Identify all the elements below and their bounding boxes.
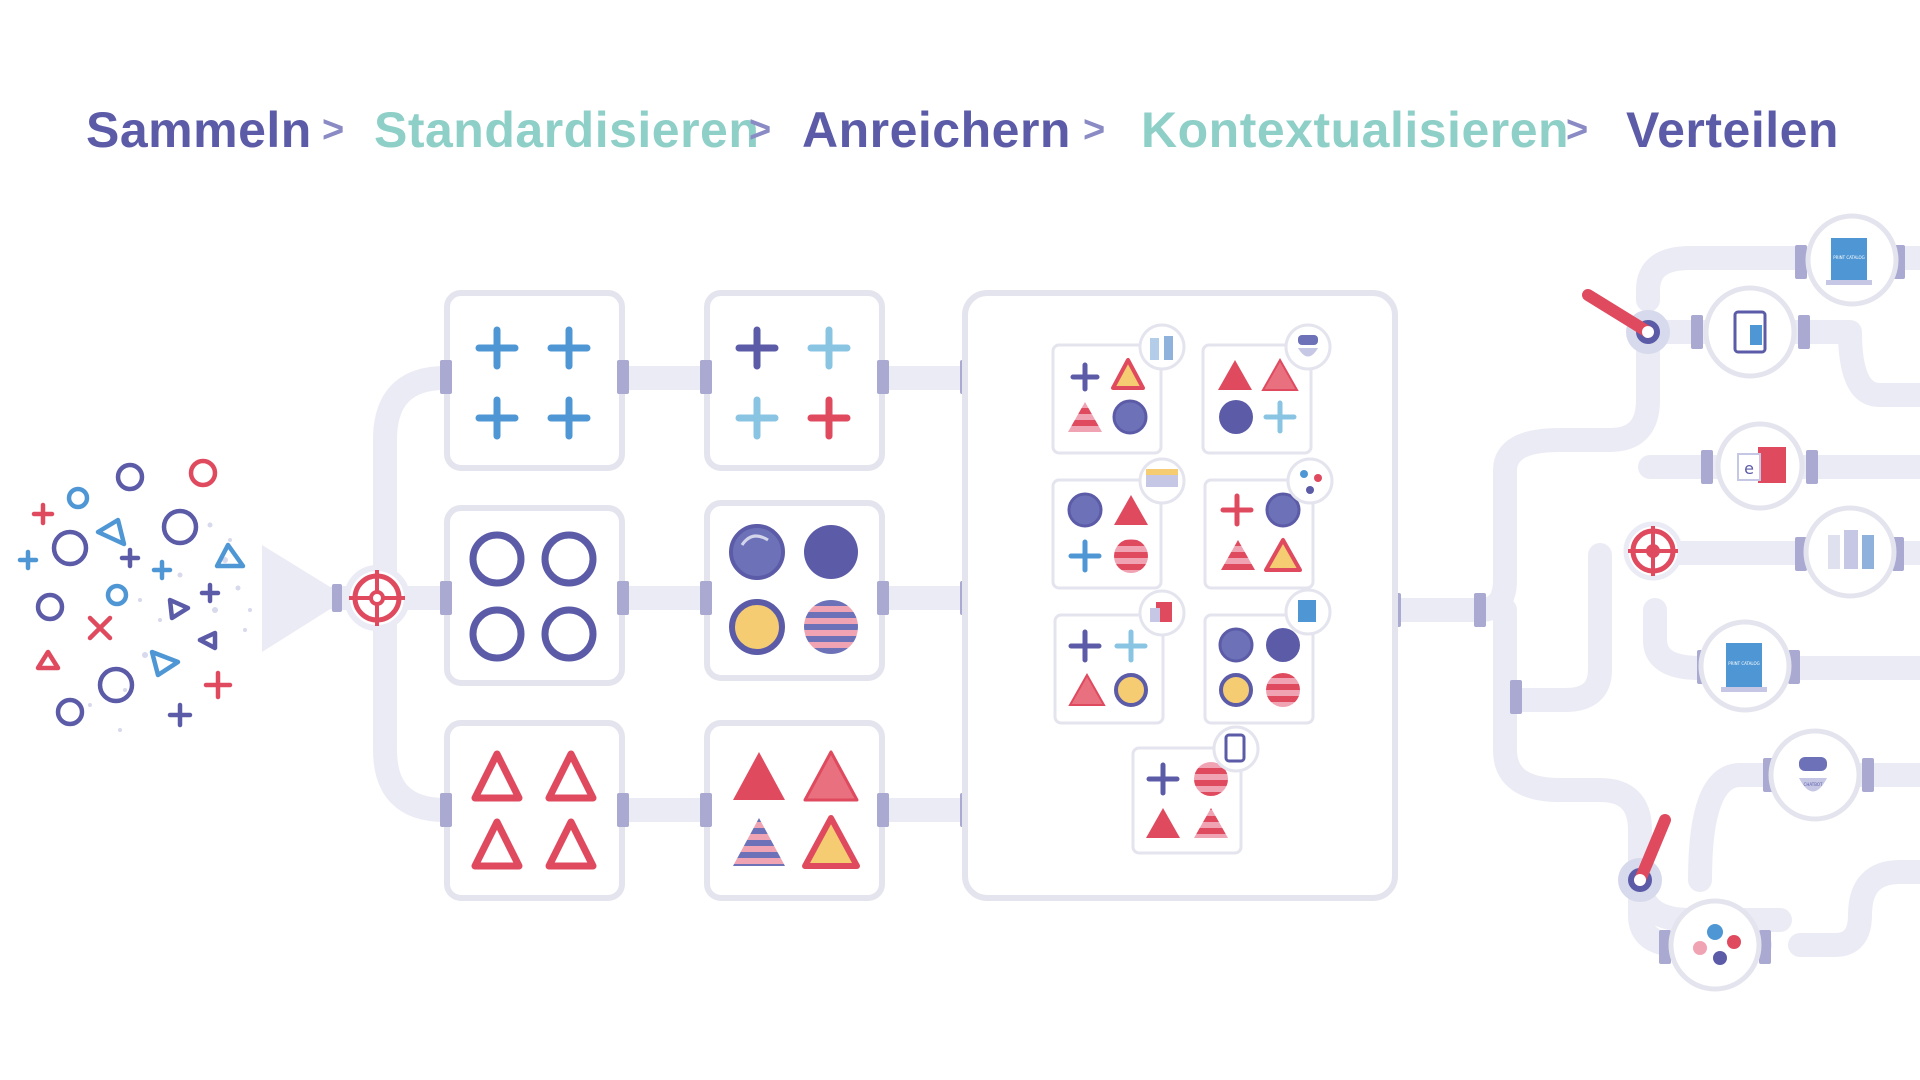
channel-print-catalog: PRINT CATALOG [1795, 213, 1905, 307]
stage2 [704, 290, 885, 901]
out-pipe-7b [1788, 860, 1920, 957]
trunk-pipe [1468, 323, 1660, 622]
stage1 [444, 290, 625, 901]
stage2-circle-box [704, 500, 885, 681]
channel-eshop: e [1701, 421, 1818, 511]
input-funnel [262, 545, 335, 652]
stage1-circle-box [444, 505, 625, 686]
input-valve[interactable] [332, 565, 410, 631]
channel-chatbot: CHATBOT [1763, 728, 1874, 822]
context-card [1053, 589, 1186, 725]
print-catalog-label: PRINT CATALOG [1728, 661, 1760, 666]
distribution-valve-top[interactable] [1582, 289, 1670, 354]
stage2-plus-box [704, 290, 885, 471]
stage1-plus-box [444, 290, 625, 471]
step-verteilen: Verteilen [1626, 102, 1839, 158]
step-anreichern: Anreichern [802, 102, 1071, 158]
print-catalog-label: PRINT CATALOG [1833, 255, 1865, 260]
context-card [1051, 323, 1186, 455]
step-separator: > [749, 109, 772, 151]
input-shapes [17, 458, 335, 732]
context-card [1051, 457, 1186, 590]
distribution-valve-middle[interactable] [1623, 521, 1683, 581]
stage2-triangle-box [704, 720, 885, 901]
channels: PRINT CATALOG e [1659, 213, 1905, 992]
mid-trunk [1503, 543, 1612, 712]
process-steps: Sammeln > Standardisieren > Anreichern >… [0, 95, 1920, 165]
stage1-triangle-box [444, 720, 625, 901]
step-separator: > [322, 109, 345, 151]
channel-store [1795, 505, 1904, 599]
channel-tablet [1691, 285, 1810, 379]
context-card [1201, 323, 1332, 455]
step-sammeln: Sammeln [86, 102, 312, 158]
step-kontextualisieren: Kontextualisieren [1141, 102, 1570, 158]
out-pipe-6b [1688, 763, 1920, 892]
context-card [1131, 725, 1260, 855]
svg-text:e: e [1744, 459, 1754, 478]
distribution-valve-bottom[interactable] [1618, 814, 1671, 902]
channel-print-catalog: PRINT CATALOG [1697, 619, 1800, 713]
trunk-pipe-lower [1493, 598, 1652, 892]
chatbot-label: CHATBOT [1804, 782, 1823, 787]
pipe-network [323, 246, 1920, 957]
step-separator: > [1083, 109, 1106, 151]
step-separator: > [1566, 109, 1589, 151]
out-pipe-2 [1638, 320, 1920, 407]
context-card [1203, 457, 1334, 590]
step-standardisieren: Standardisieren [374, 102, 760, 158]
context-cards [1051, 323, 1334, 855]
context-card [1203, 588, 1332, 725]
out-pipe-1 [1636, 246, 1920, 312]
channel-social-media [1659, 898, 1771, 992]
